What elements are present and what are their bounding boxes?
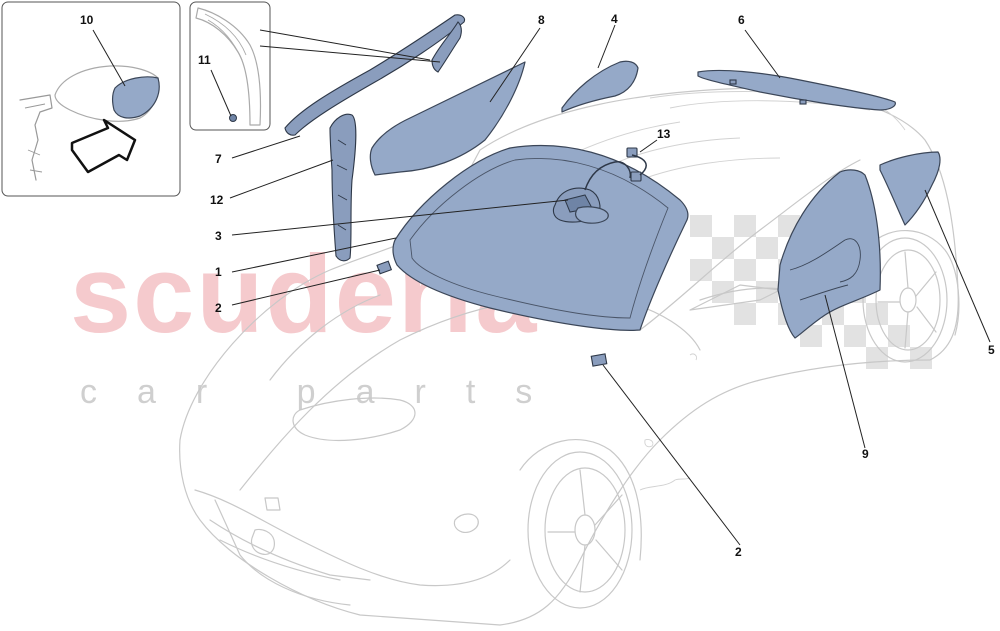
rain-sensor-mirror-unit [552,147,647,224]
callout-2-left: 2 [215,301,222,315]
rear-side-glass [879,151,941,226]
callout-8: 8 [538,13,545,27]
leader-lines [92,24,991,546]
quarter-glass [561,60,639,113]
rear-wheel [862,230,960,363]
callout-3: 3 [215,229,222,243]
callout-4: 4 [611,12,618,26]
car-body-outline [179,87,960,626]
watermark-sub-text: car parts [80,373,572,411]
callout-2-center: 2 [735,545,742,559]
windscreen-glass [392,144,689,331]
callout-1: 1 [215,265,222,279]
left-door-glass [369,61,526,176]
callout-5: 5 [988,343,995,357]
callout-11: 11 [198,53,211,67]
inset-pillar [189,1,271,131]
clip-part-center [590,353,608,367]
right-door-glass [777,169,881,339]
mirror-glass [112,76,160,119]
callout-10: 10 [80,13,94,27]
clip-part-left [376,260,393,275]
callout-13: 13 [657,127,671,141]
checkered-flag-icon [690,215,932,369]
rear-screen-glass [697,69,896,111]
inset-mirror [1,1,181,197]
front-wheel [519,439,642,609]
callout-7: 7 [215,152,222,166]
callout-9: 9 [862,447,869,461]
callout-6: 6 [738,13,745,27]
a-pillar-trim [284,14,466,136]
screw-part [229,114,237,122]
callout-labels: 10 11 7 8 4 6 12 13 3 1 2 2 9 5 [80,12,995,559]
callout-12: 12 [210,193,224,207]
direction-arrow-icon [70,118,137,174]
